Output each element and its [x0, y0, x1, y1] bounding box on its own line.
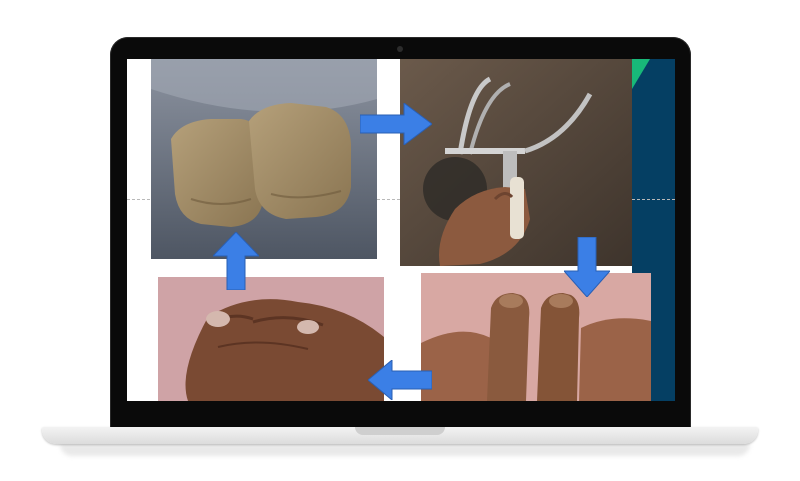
hand-before-photo [158, 277, 384, 401]
finished-finger-prosthesis-photo [421, 273, 651, 401]
laptop-notch [355, 427, 445, 435]
laptop-shadow [60, 444, 750, 456]
metal-tool-photo [400, 59, 632, 266]
arrow-down-icon [564, 237, 610, 297]
laptop-base [42, 427, 758, 444]
arrow-right-icon [360, 103, 432, 145]
camera-icon [397, 46, 403, 52]
silicone-finger-caps-photo [151, 59, 377, 259]
arrow-left-icon [368, 360, 432, 400]
slide-accent-triangle [632, 59, 650, 89]
arrow-up-icon [213, 232, 259, 290]
laptop-screen [127, 59, 675, 401]
